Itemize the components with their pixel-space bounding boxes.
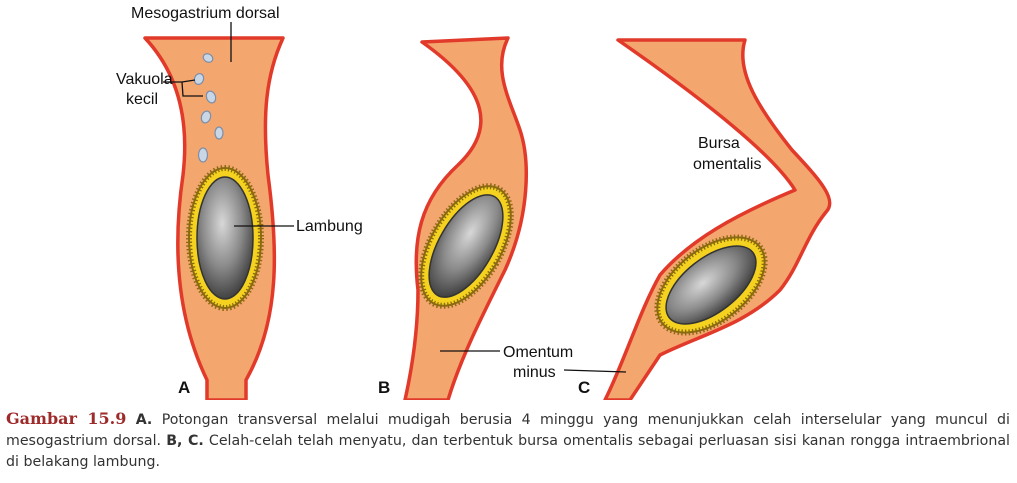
caption-part-bc-label: B, C. — [166, 433, 204, 449]
label-bursa: Bursa — [698, 135, 740, 152]
label-minus: minus — [513, 364, 556, 381]
panel-c-stomach — [654, 234, 768, 336]
caption-part-a-text: Potongan transversal melalui mudigah ber… — [6, 412, 1010, 449]
label-kecil: kecil — [126, 91, 158, 108]
panel-label-c: C — [578, 378, 590, 397]
label-vakuola: Vakuola — [116, 71, 173, 88]
label-lambung: Lambung — [296, 218, 363, 235]
panel-label-b: B — [378, 378, 390, 397]
panel-b-stomach — [418, 183, 514, 309]
label-omentum: Omentum — [503, 344, 573, 361]
label-omentalis: omentalis — [693, 156, 761, 173]
panel-a-stomach — [186, 165, 264, 311]
leader-lines — [163, 22, 627, 373]
panel-label-a: A — [178, 378, 190, 397]
caption-part-a-label: A. — [135, 412, 153, 428]
panel-a-section — [143, 36, 285, 400]
caption-part-bc-text: Celah-celah telah menyatu, dan terbentuk… — [6, 433, 1010, 470]
figure-caption: Gambar 15.9 A. Potongan transversal mela… — [6, 408, 1010, 473]
panel-c-section — [603, 38, 832, 400]
small-vacuoles — [193, 53, 224, 163]
label-mesogastrium-dorsal: Mesogastrium dorsal — [131, 5, 280, 22]
embryo-diagram: Mesogastrium dorsal Vakuola kecil Lambun… — [116, 5, 832, 400]
figure-number: Gambar 15.9 — [6, 409, 127, 428]
panel-c-mesentery — [603, 38, 832, 400]
panel-b-section — [403, 36, 528, 400]
